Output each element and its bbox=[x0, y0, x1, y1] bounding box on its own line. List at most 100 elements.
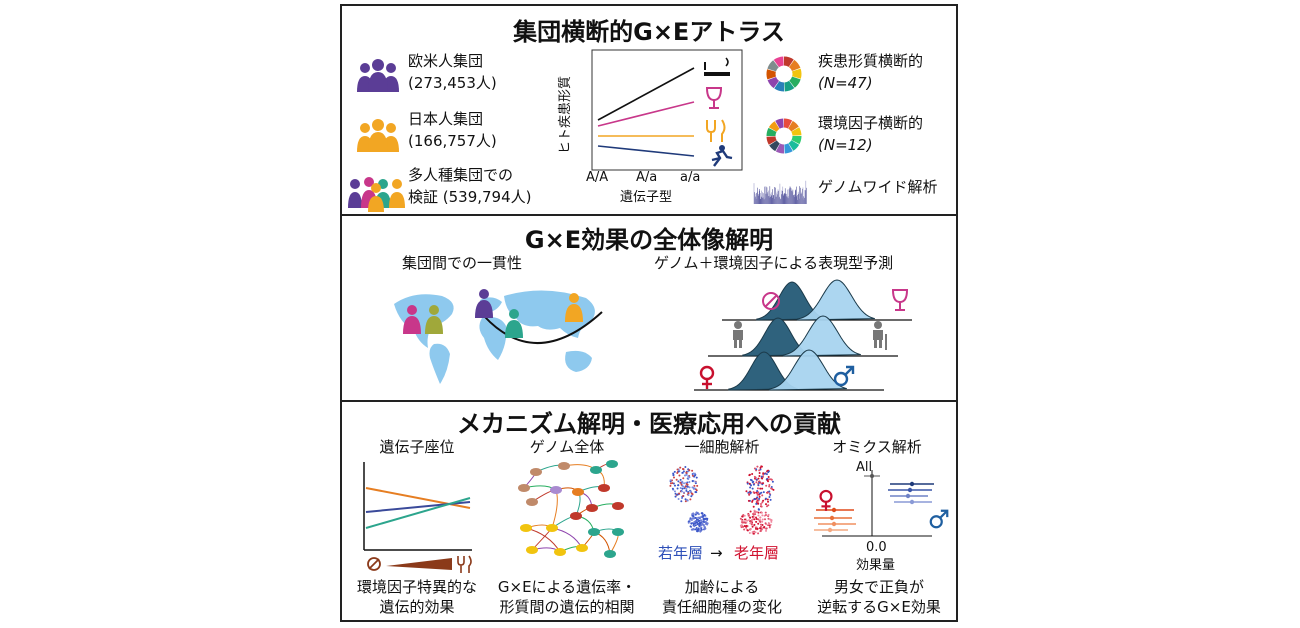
umap-point bbox=[758, 481, 761, 484]
umap-point bbox=[759, 487, 762, 490]
umap-point bbox=[764, 497, 767, 500]
donut-segment bbox=[775, 118, 784, 129]
network-node bbox=[554, 548, 566, 556]
umap-point bbox=[696, 530, 699, 533]
umap-point bbox=[679, 466, 682, 469]
umap-point bbox=[687, 521, 690, 524]
umap-point bbox=[702, 524, 705, 527]
donut-segment bbox=[791, 135, 802, 145]
divider-2 bbox=[342, 400, 956, 402]
umap-point bbox=[676, 471, 679, 474]
umap-point bbox=[756, 496, 759, 499]
umap-point bbox=[764, 522, 767, 525]
umap-point bbox=[686, 485, 689, 488]
umap-point bbox=[757, 532, 760, 535]
section2-title: G×E効果の全体像解明 bbox=[524, 226, 774, 254]
umap-point bbox=[678, 492, 681, 495]
network-node bbox=[604, 550, 616, 558]
umap-point bbox=[684, 500, 687, 503]
umap-point bbox=[696, 484, 699, 487]
umap-point bbox=[685, 489, 688, 492]
umap-point bbox=[681, 480, 684, 483]
people-icon-multi bbox=[348, 177, 405, 212]
col4-foot2: 逆転するG×E効果 bbox=[817, 598, 941, 616]
umap-point bbox=[767, 521, 770, 524]
umap-point bbox=[700, 528, 703, 531]
col2-head: ゲノム全体 bbox=[529, 438, 605, 456]
umap-point bbox=[671, 487, 674, 490]
umap-point bbox=[753, 523, 756, 526]
umap-point bbox=[682, 494, 685, 497]
network-edge bbox=[551, 527, 583, 549]
umap-point bbox=[687, 494, 690, 497]
umap-point bbox=[760, 505, 763, 508]
umap-point bbox=[745, 490, 748, 493]
umap-point bbox=[763, 525, 766, 528]
donut-segment bbox=[775, 143, 785, 154]
umap-point bbox=[756, 527, 759, 530]
umap-point bbox=[688, 469, 691, 472]
umap-point bbox=[749, 478, 752, 481]
umap-point bbox=[751, 515, 754, 518]
tick-AA: A/A bbox=[586, 170, 609, 185]
umap-point bbox=[690, 495, 693, 498]
umap-point bbox=[765, 527, 768, 530]
person-pin-purple bbox=[475, 289, 493, 318]
umap-point bbox=[744, 521, 747, 524]
umap-point bbox=[703, 526, 706, 529]
consistency-label: 集団間での一貫性 bbox=[402, 254, 523, 272]
umap-point bbox=[694, 474, 697, 477]
umap-point bbox=[757, 484, 760, 487]
col1-foot2: 遺伝的効果 bbox=[379, 598, 455, 616]
umap-point bbox=[692, 472, 695, 475]
umap-point bbox=[767, 469, 770, 472]
umap-point bbox=[751, 525, 754, 528]
umap-point bbox=[755, 491, 758, 494]
umap-point bbox=[750, 484, 753, 487]
col4-foot1: 男女で正負が bbox=[833, 578, 924, 596]
umap-point bbox=[759, 529, 762, 532]
line-alcohol bbox=[597, 101, 695, 127]
forest-point-female bbox=[831, 507, 837, 513]
umap-point bbox=[694, 524, 697, 527]
old-label: 老年層 bbox=[734, 544, 780, 562]
network-node bbox=[550, 486, 562, 494]
umap-point bbox=[764, 511, 767, 514]
umap-point bbox=[696, 523, 699, 526]
umap-point bbox=[692, 528, 695, 531]
divider-1 bbox=[342, 214, 956, 216]
umap-point bbox=[747, 514, 750, 517]
donut-segment bbox=[769, 140, 780, 152]
umap-point bbox=[684, 485, 687, 488]
umap-point bbox=[691, 469, 694, 472]
wine-icon-2 bbox=[891, 289, 909, 311]
forest-point-male bbox=[909, 499, 915, 505]
umap-point bbox=[751, 499, 754, 502]
people-icon-purple bbox=[357, 59, 399, 92]
umap-point bbox=[748, 492, 751, 495]
section3-title: メカニズム解明・医療応用への貢献 bbox=[457, 410, 841, 438]
umap-point bbox=[767, 476, 770, 479]
umap-point bbox=[755, 510, 758, 513]
umap-point bbox=[692, 512, 695, 515]
umap-point bbox=[742, 521, 745, 524]
line-exercise bbox=[597, 145, 695, 157]
umap-point bbox=[695, 476, 698, 479]
umap-point bbox=[704, 520, 707, 523]
umap-point bbox=[746, 529, 749, 532]
umap-point bbox=[755, 517, 758, 520]
umap-point bbox=[759, 520, 762, 523]
female-icon-2 bbox=[819, 489, 833, 511]
umap-point bbox=[739, 517, 742, 520]
umap-point bbox=[700, 516, 703, 519]
umap-point bbox=[768, 478, 771, 481]
umap-point bbox=[686, 499, 689, 502]
umap-point bbox=[767, 500, 770, 503]
umap-point bbox=[674, 484, 677, 487]
umap-point bbox=[751, 473, 754, 476]
umap-point bbox=[752, 513, 755, 516]
umap-point bbox=[742, 525, 745, 528]
umap-point bbox=[756, 465, 759, 468]
forest-point-male bbox=[909, 481, 915, 487]
young-person-icon bbox=[733, 321, 743, 348]
